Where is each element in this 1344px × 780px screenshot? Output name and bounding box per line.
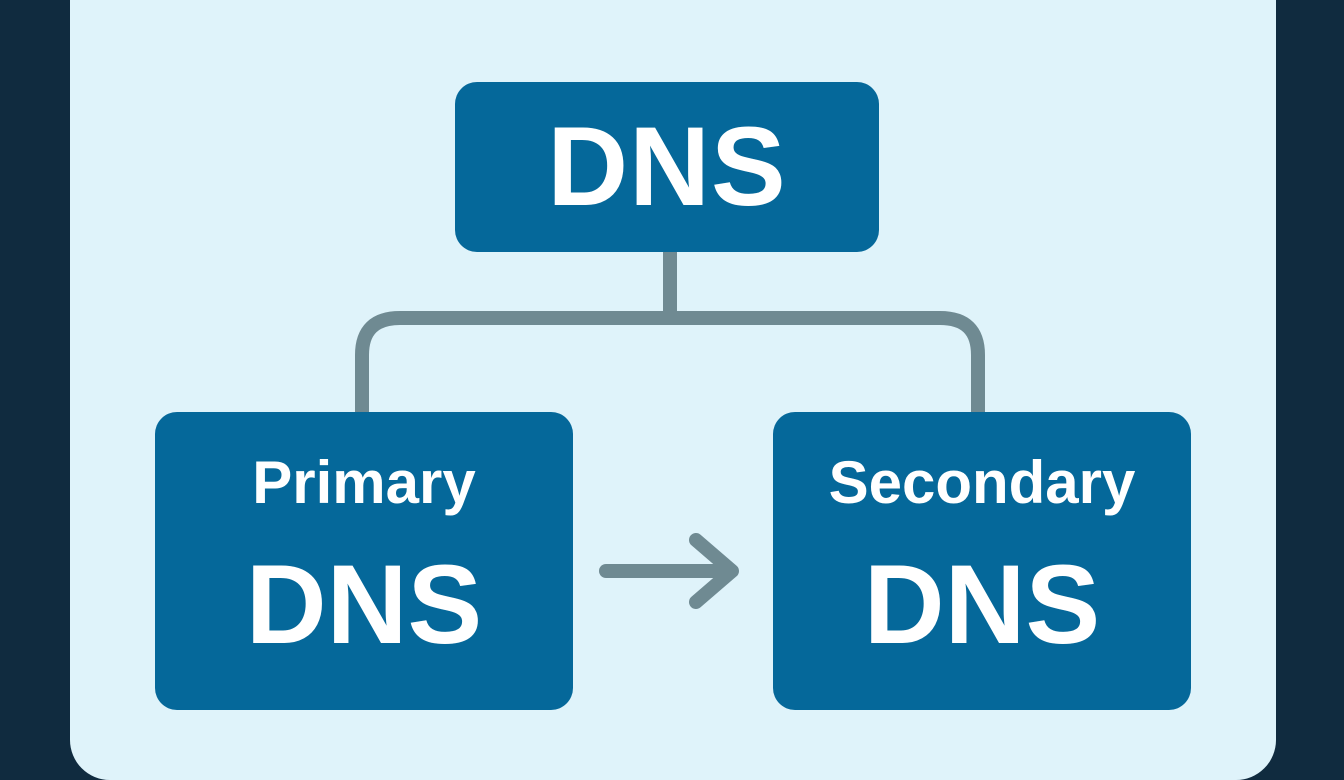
secondary-dns-title: Secondary: [828, 449, 1136, 516]
primary-dns-node: Primary DNS: [155, 412, 573, 710]
primary-dns-title: Primary: [252, 449, 476, 516]
connector-lines: [355, 245, 985, 609]
replication-arrow-icon: [599, 533, 739, 609]
dns-root-label: DNS: [547, 104, 787, 229]
secondary-dns-label: DNS: [863, 542, 1101, 667]
primary-dns-label: DNS: [245, 542, 483, 667]
diagram-frame: DNS Primary DNS Secondary DNS: [70, 0, 1276, 780]
dns-root-node: DNS: [455, 82, 879, 252]
secondary-dns-node: Secondary DNS: [773, 412, 1191, 710]
tree-connector: [355, 245, 985, 419]
